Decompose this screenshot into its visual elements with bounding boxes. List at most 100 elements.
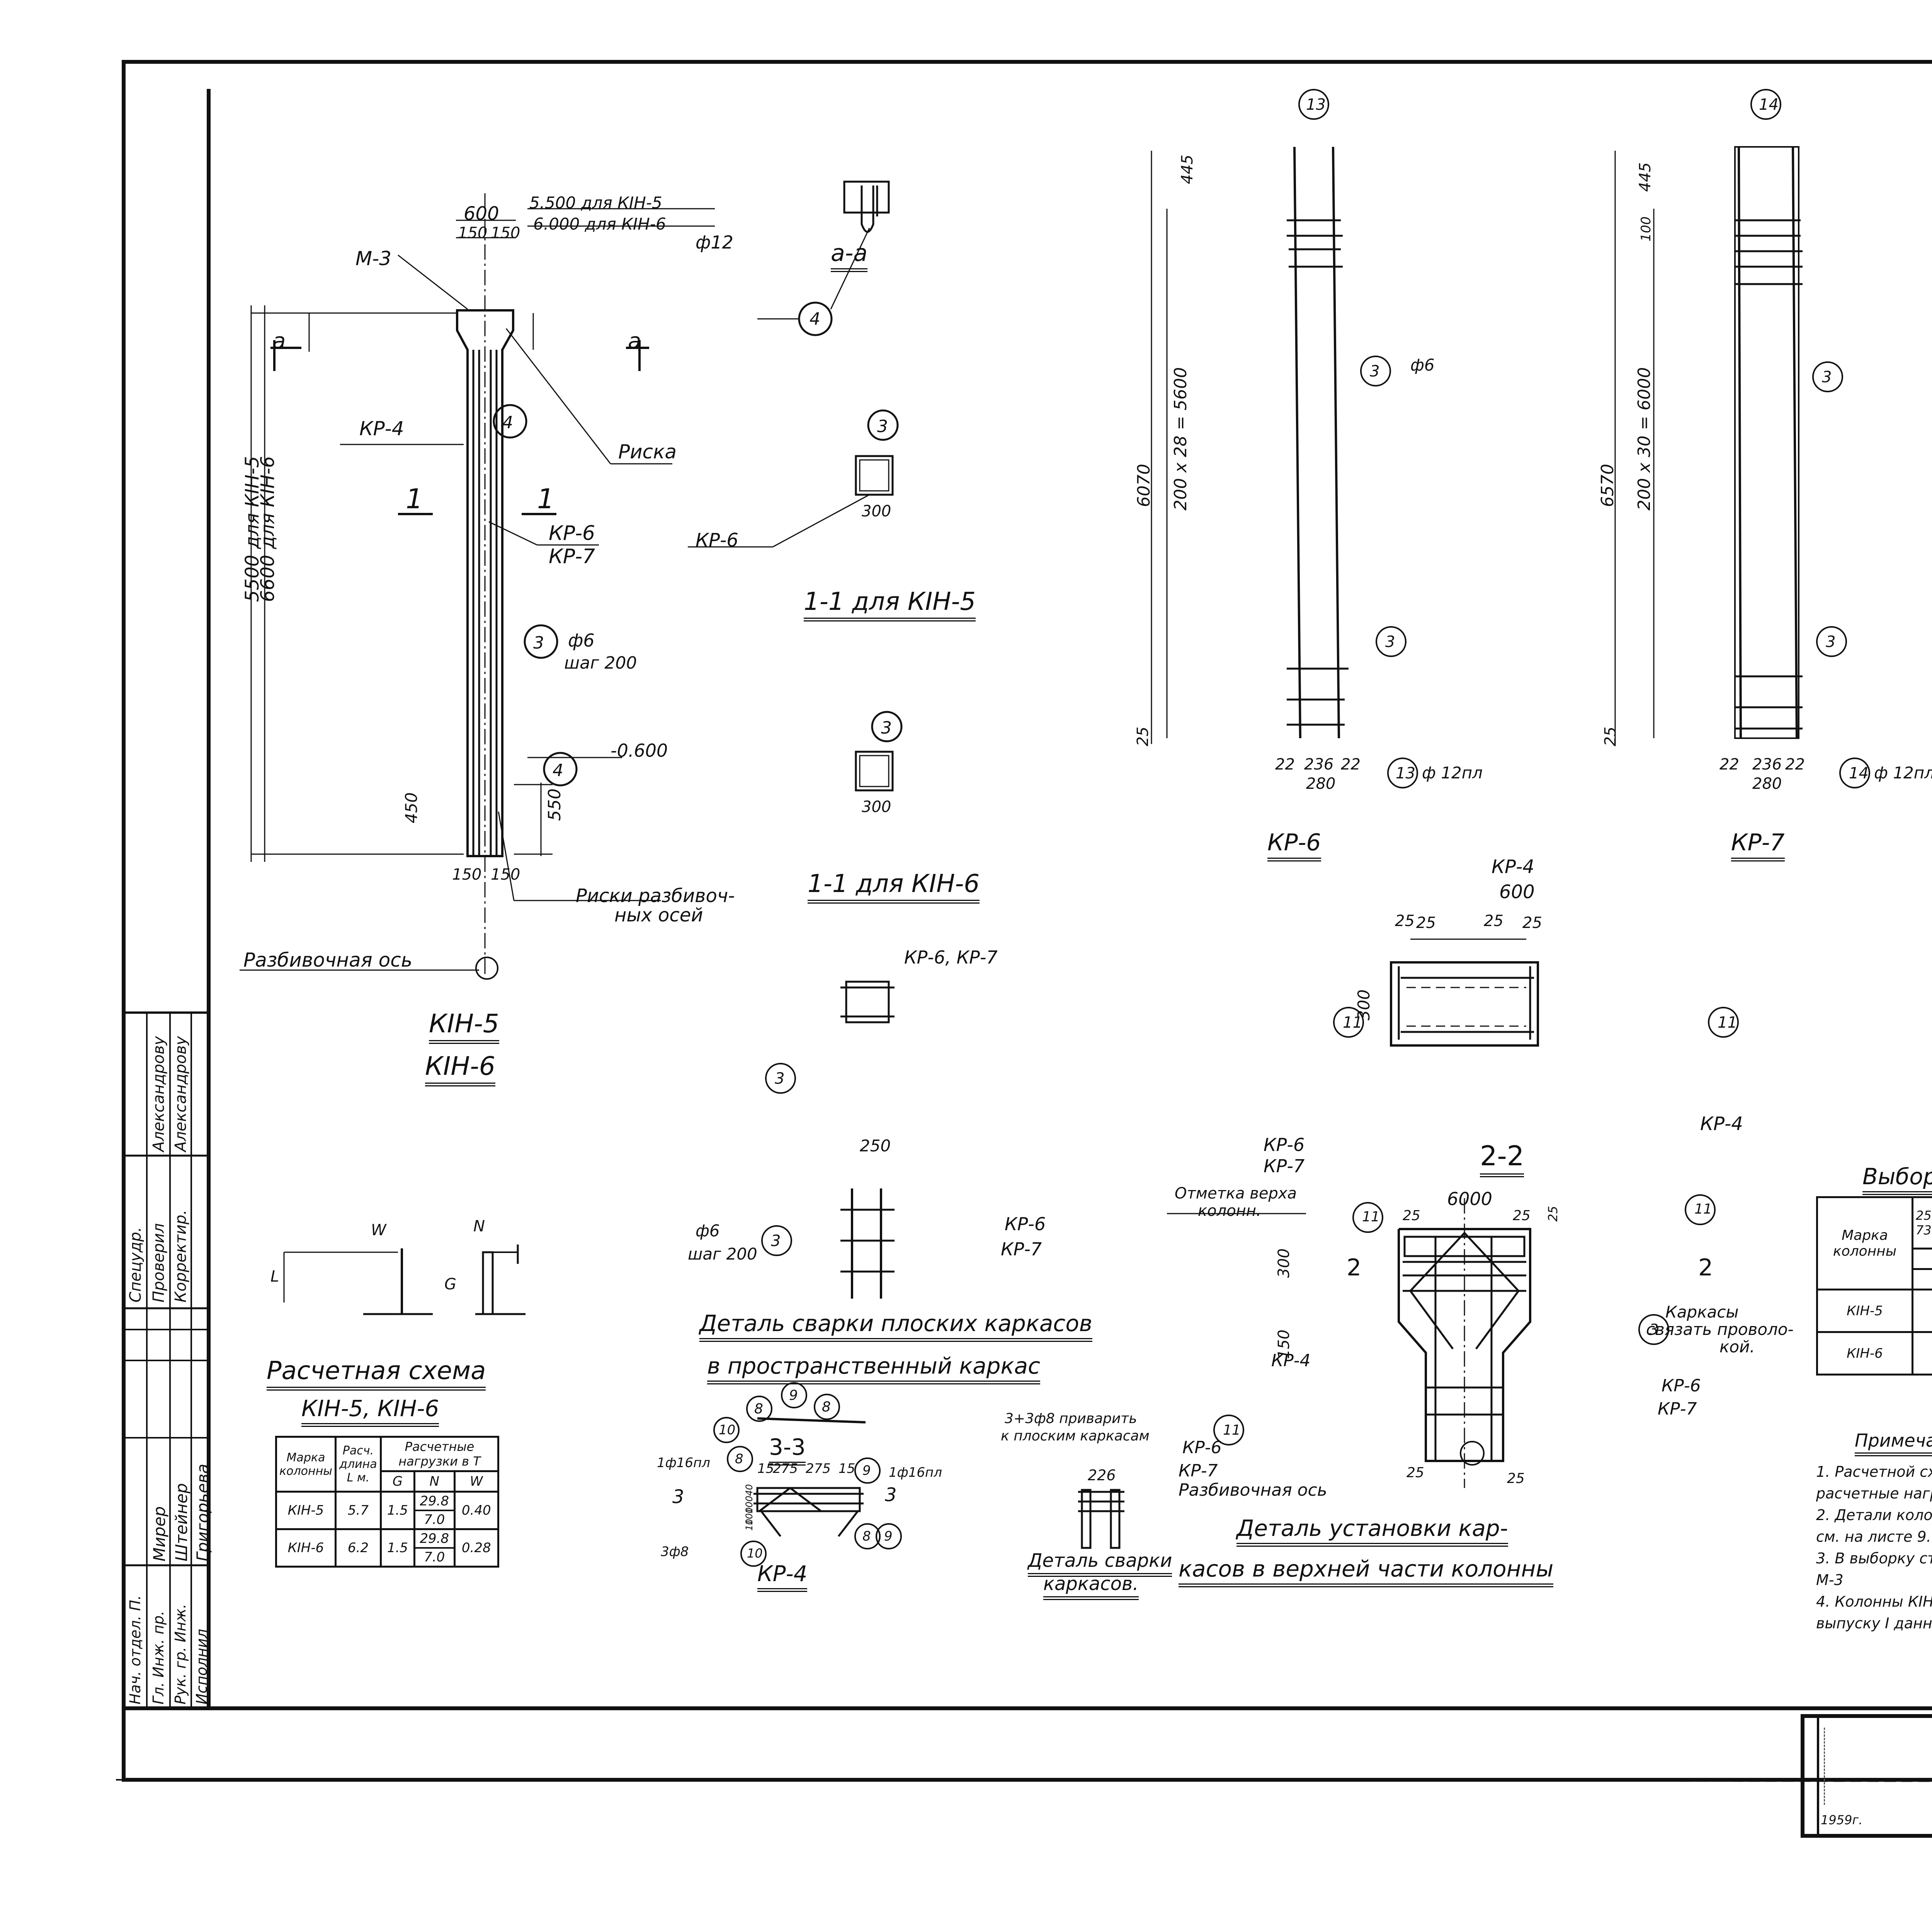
header-mark: Марка колонны: [275, 1436, 337, 1493]
label-riski-2: ных осей: [614, 904, 703, 926]
label-m3: М-3: [355, 247, 391, 270]
table-row: КIН-6 23.3 10.1 33.4 8.0 2.0 3.6 1.7 15.…: [1816, 1331, 1932, 1376]
label-phi12: ф12: [696, 232, 733, 253]
callout-4: 4: [502, 413, 513, 432]
callout-13: 13: [1396, 764, 1415, 782]
callout-3: 3: [775, 1070, 785, 1088]
cell-mark: КIН-5: [1816, 1289, 1913, 1333]
callout-10: 10: [719, 1422, 736, 1438]
dim-step-kr6: 200 x 28 = 5600: [1171, 367, 1190, 511]
cell-g: 1.5: [379, 1491, 415, 1530]
dim-236: 236: [1752, 756, 1782, 773]
stamp-name: Штейнер: [172, 1483, 191, 1561]
column-elevation-drawing: [240, 193, 715, 980]
section-22-drawing: [1333, 938, 1739, 1047]
weld-frames-drawing: [1078, 1415, 1244, 1549]
label-step200: шаг 200: [688, 1245, 757, 1263]
load-g: G: [444, 1275, 456, 1293]
callout-3: 3: [1649, 1321, 1659, 1338]
cell-n: 29.8 7.0: [413, 1528, 456, 1568]
dim-600: 600: [464, 203, 499, 225]
calc-scheme-drawing: [283, 1245, 526, 1315]
install-title-2: касов в верхней части колонны: [1179, 1556, 1554, 1587]
cell-w: 0.28: [453, 1528, 500, 1568]
table-row: КIН-5 21.5 10.1 31.6 7.3 2.0 3.6 1.7 14.…: [1816, 1289, 1932, 1333]
section-22-title: 2-2: [1480, 1140, 1524, 1177]
dim-25: 25: [1602, 727, 1619, 746]
stamp-role: Исполнил: [193, 1629, 210, 1704]
stamp-name: Александрову: [150, 1036, 168, 1152]
level-kin6: 6.000 для КIН-6: [533, 215, 666, 233]
callout-3: 3: [1826, 633, 1836, 651]
dim-150: 150: [452, 866, 482, 884]
dim-25: 25: [1522, 914, 1542, 932]
callout-11: 11: [1718, 1014, 1737, 1032]
callout-3: 3: [877, 417, 888, 436]
dim-300: 300: [1275, 1248, 1293, 1278]
label-kr6: КР-6: [549, 522, 595, 545]
label-phi6: ф6: [568, 630, 595, 651]
label-kr6: КР-6: [1264, 1134, 1305, 1155]
stamp-role: Нач. отдел. П.: [127, 1595, 144, 1704]
section-3-mark: 3: [672, 1486, 684, 1508]
year: 1959г.: [1821, 1813, 1863, 1827]
dim-6570: 6570: [1598, 464, 1617, 507]
note-item: 4. Колонны КIН-5 и КIН-6 приняты по выпу…: [1816, 1593, 1932, 1632]
stamp-role: Спецудр.: [127, 1227, 145, 1302]
col-12pl: 12пл: [1912, 1268, 1932, 1290]
dim-226: 226: [1088, 1467, 1116, 1484]
dim-100: 100: [1638, 216, 1654, 242]
kr6-title: КР-6: [1267, 829, 1321, 861]
cell-mark: КIН-6: [1816, 1331, 1913, 1376]
note-item: 2. Детали колонн и закладной элемент М-3…: [1816, 1507, 1932, 1545]
section-aa-title: а-а: [831, 240, 868, 272]
callout-11: 11: [1694, 1201, 1712, 1217]
weld-frames-title-1: Деталь сварки: [1028, 1550, 1172, 1577]
section-a-right: а: [628, 329, 641, 354]
callout-8: 8: [754, 1401, 763, 1417]
callout-8: 8: [862, 1529, 871, 1544]
section-3-mark: 3: [885, 1484, 897, 1506]
calc-scheme-subtitle: КIН-5, КIН-6: [301, 1395, 439, 1427]
level-kin5: 5.500 для КIН-5: [529, 193, 662, 212]
weld-flat-title-2: в пространственный каркас: [707, 1353, 1040, 1384]
dim-300: 300: [862, 798, 891, 816]
weld-flat-title-1: Деталь сварки плоских каркасов: [699, 1310, 1092, 1342]
dim-150: 150: [491, 866, 520, 884]
dim-15: 15: [838, 1461, 855, 1476]
label-phi12: ф 12пл: [1422, 763, 1483, 782]
section-1-left: 1: [406, 483, 423, 515]
label-phi16: 1ф16пл: [889, 1465, 942, 1480]
label-kr7: КР-7: [1264, 1156, 1305, 1176]
header-group1: 25Г2С ГОСТ 5058-57 Сортамент по ГОСТ 731…: [1911, 1196, 1932, 1250]
label-kr7: КР-7: [549, 545, 595, 568]
callout-circle: [493, 404, 527, 439]
label-karkasy-3: кой.: [1719, 1337, 1755, 1356]
label-kr4: КР-4: [1700, 1113, 1743, 1135]
cell-n-bottom: 7.0: [424, 1549, 445, 1565]
cell-n-top: 29.8: [415, 1493, 454, 1511]
subheader-g: G: [379, 1470, 415, 1493]
kr7-title: КР-7: [1731, 829, 1785, 861]
cell-mark: КIН-5: [275, 1491, 337, 1530]
callout-14: 14: [1849, 764, 1869, 782]
header-phi1: ф мм.: [1911, 1248, 1932, 1270]
label-phi16: 1ф16пл: [657, 1455, 710, 1471]
label-step200: шаг 200: [564, 653, 637, 673]
dim-22: 22: [1275, 756, 1295, 773]
cell-length: 5.7: [334, 1491, 382, 1530]
callout-3: 3: [1370, 363, 1380, 380]
dim-25: 25: [1134, 727, 1152, 746]
callout-3: 3: [771, 1232, 781, 1250]
callout-8: 8: [735, 1451, 743, 1467]
label-razb-os: Разбивочная ось: [1179, 1480, 1327, 1500]
cell: 21.5: [1912, 1289, 1932, 1333]
length-l: L: [270, 1268, 279, 1285]
dim-280: 280: [1752, 775, 1782, 793]
callout-3: 3: [533, 633, 544, 653]
label-kr6: КР-6: [1662, 1376, 1701, 1396]
section-11-kin6-title: 1-1 для КIН-6: [808, 870, 980, 904]
label-kr7: КР-7: [1179, 1461, 1218, 1481]
callout-4: 4: [810, 309, 820, 329]
dim-275: 275: [773, 1461, 798, 1476]
